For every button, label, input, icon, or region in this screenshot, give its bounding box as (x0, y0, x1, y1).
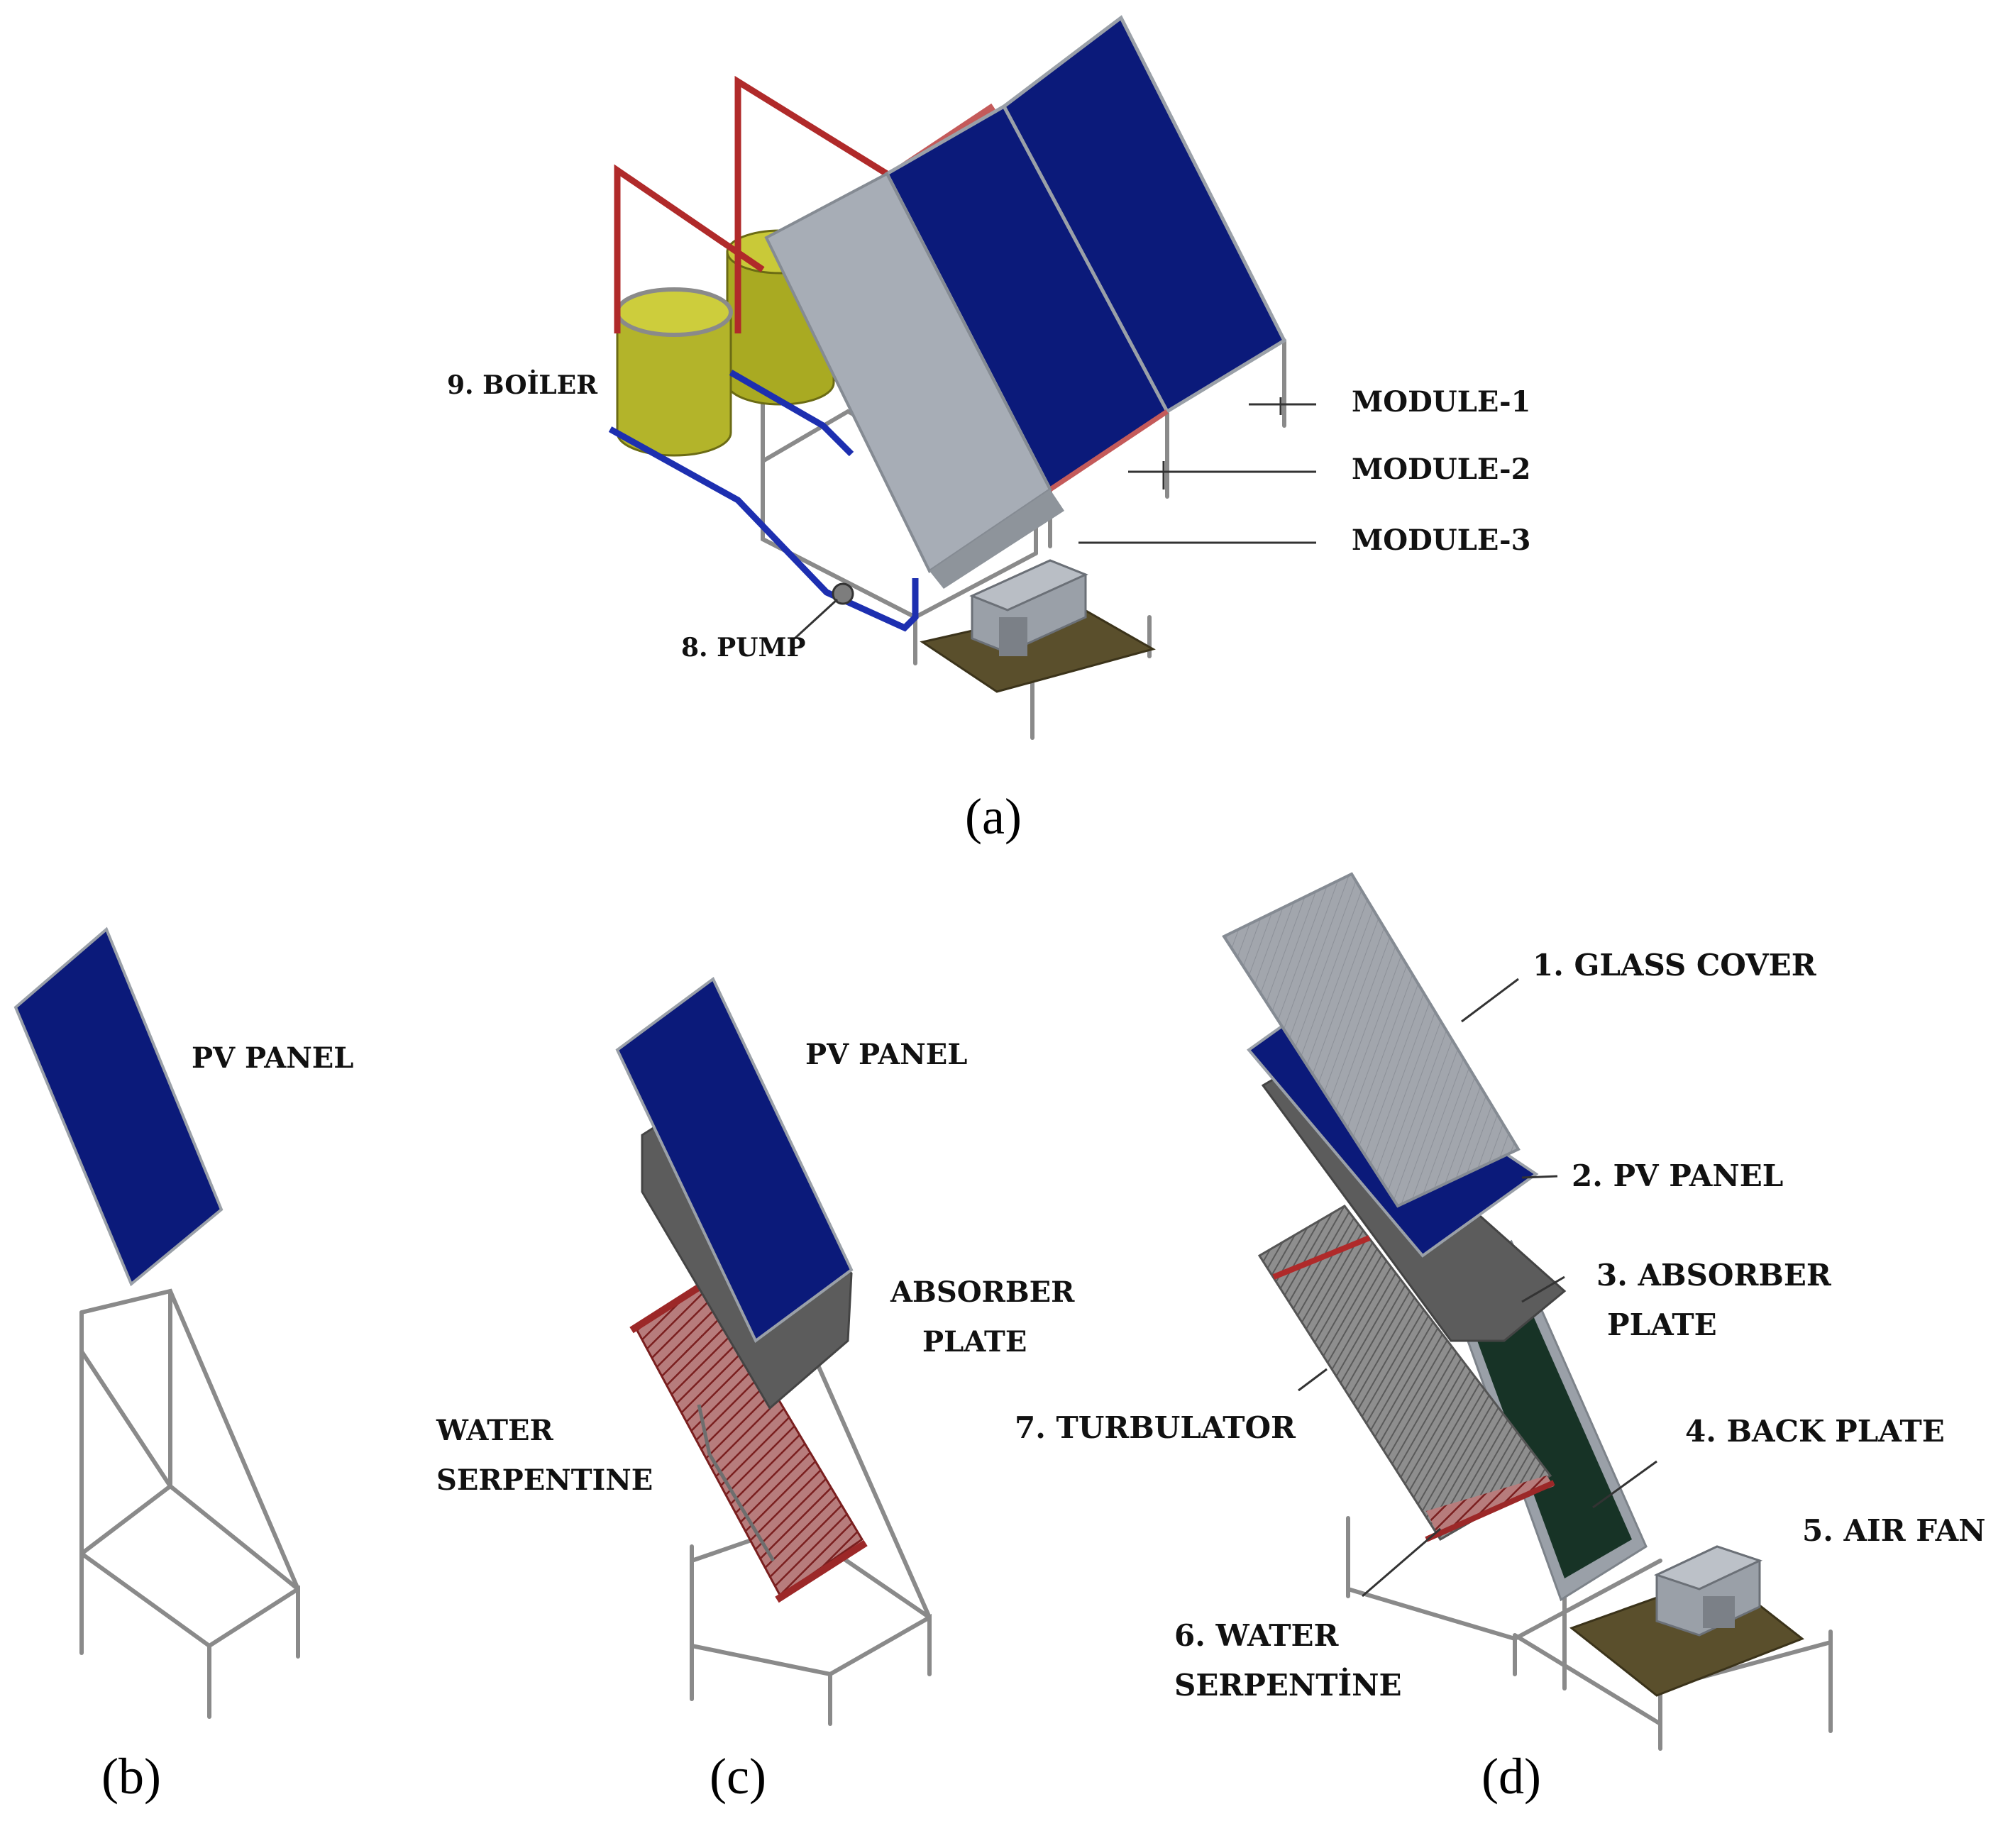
panel-b-pv-panel (13, 926, 224, 1287)
label-c-serpentine-2: SERPENTINE (436, 1464, 653, 1497)
caption-c: (c) (710, 1748, 766, 1805)
label-d-absorber-1: 3. ABSORBER (1596, 1258, 1832, 1293)
panel-a-pump (832, 582, 854, 605)
label-d-turbulator: 7. TURBULATOR (1015, 1410, 1296, 1445)
label-d-glass-cover: 1. GLASS COVER (1533, 948, 1817, 983)
panel-d-water-serpentine (1425, 1476, 1555, 1542)
panel-d-turbulator (1257, 1205, 1552, 1542)
label-d-back-plate: 4. BACK PLATE (1685, 1414, 1945, 1449)
label-d-serpentine-1: 6. WATER (1174, 1618, 1340, 1653)
panel-a: 9. BOİLER 8. PUMP MODULE-1 MODULE-2 MODU… (447, 15, 1530, 845)
label-boiler: 9. BOİLER (447, 370, 598, 400)
label-pump: 8. PUMP (681, 633, 806, 663)
label-module-2: MODULE-2 (1352, 453, 1530, 486)
panel-b: PV PANEL (b) (13, 926, 353, 1805)
label-d-serpentine-2: SERPENTİNE (1174, 1666, 1402, 1703)
label-d-absorber-2: PLATE (1607, 1307, 1717, 1342)
panel-c-water-serpentine (629, 1277, 868, 1603)
panel-a-air-fan (969, 559, 1088, 656)
label-c-absorber-2: PLATE (922, 1325, 1027, 1359)
panel-d-air-fan (1653, 1545, 1763, 1637)
panel-c: PV PANEL ABSORBER PLATE WATER SERPENTINE… (436, 976, 1075, 1805)
panel-a-module-3-duct (929, 489, 1064, 589)
panel-a-boiler-tank-front (615, 287, 733, 457)
panel-d-frame (1346, 1516, 1833, 1751)
panel-d-glass-cover (1222, 872, 1521, 1208)
label-d-air-fan: 5. AIR FAN (1802, 1513, 1986, 1548)
label-c-serpentine-1: WATER (436, 1414, 553, 1447)
caption-a: (a) (965, 788, 1022, 845)
panel-d: 1. GLASS COVER 2. PV PANEL 3. ABSORBER P… (1015, 872, 1986, 1805)
label-b-pv-panel: PV PANEL (192, 1041, 353, 1075)
panel-a-cold-pipes (608, 370, 919, 632)
caption-b: (b) (101, 1748, 161, 1805)
label-module-1: MODULE-1 (1352, 385, 1530, 419)
label-d-pv-panel: 2. PV PANEL (1572, 1158, 1783, 1193)
label-module-3: MODULE-3 (1352, 524, 1530, 557)
label-c-absorber-1: ABSORBER (890, 1276, 1075, 1309)
caption-d: (d) (1481, 1748, 1541, 1805)
panel-c-pv-panel (615, 976, 854, 1344)
panel-b-frame (79, 1288, 300, 1719)
label-c-pv-panel: PV PANEL (805, 1038, 967, 1071)
